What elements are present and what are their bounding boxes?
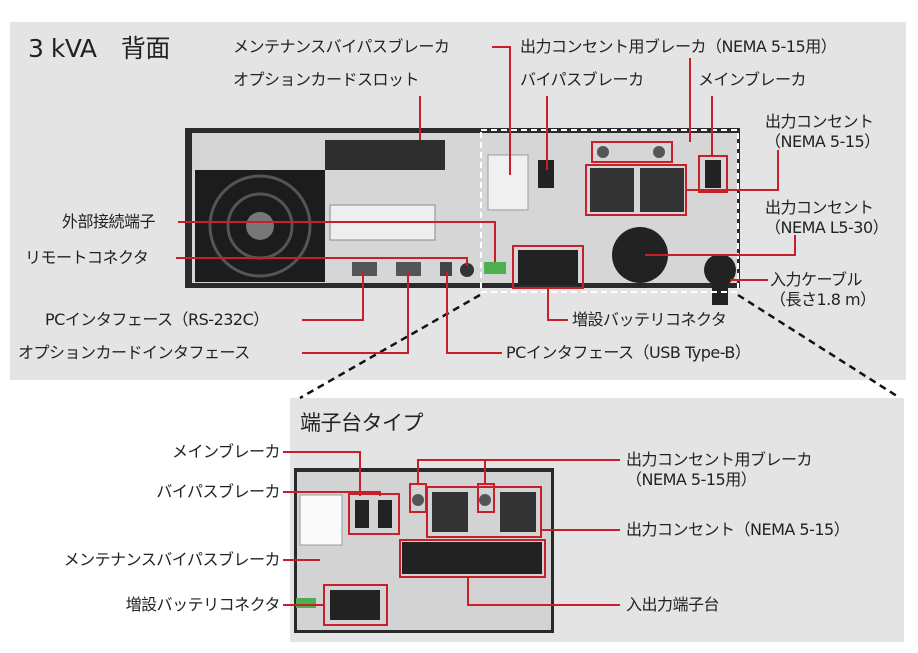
label-line: 出力コンセント用ブレーカ [626,450,813,469]
label-b-outlet: 出力コンセント（NEMA 5-15） [626,520,850,539]
label-line: （NEMA 5-15用） [626,470,757,489]
label-usb: PCインタフェース（USB Type-B） [506,343,751,362]
section-title: 端子台タイプ [300,411,424,435]
label-option-if: オプションカードインタフェース [18,343,250,362]
label-b-battery: 増設バッテリコネクタ [125,595,281,614]
label-b-outlet-breaker: 出力コンセント用ブレーカ（NEMA 5-15用） [626,450,813,490]
page-title: 3 kVA 背面 [28,34,170,63]
label-battery: 増設バッテリコネクタ [572,310,727,329]
label-line: （長さ1.8 m） [770,290,876,309]
label-maint-bypass: メンテナンスバイパスブレーカ [233,37,450,56]
label-outlet-breaker: 出力コンセント用ブレーカ（NEMA 5-15用） [520,37,837,56]
ups-rear-device [185,128,740,305]
label-ext-terminal: 外部接続端子 [62,212,156,231]
label-b-main: メインブレーカ [171,442,281,461]
leader-lines [176,46,796,354]
label-line: 出力コンセント [765,112,874,131]
label-option-slot: オプションカードスロット [233,70,420,89]
label-line: （NEMA 5-15） [765,132,880,151]
label-line: 出力コンセント [765,198,874,217]
label-b-terminal: 入出力端子台 [626,595,720,614]
label-bypass: バイパスブレーカ [520,70,644,89]
label-main: メインブレーカ [698,70,807,89]
label-b-maint-bypass: メンテナンスバイパスブレーカ [63,550,281,569]
label-outlet-515: 出力コンセント（NEMA 5-15） [765,112,880,152]
option-slot [325,140,445,170]
label-outlet-l530: 出力コンセント（NEMA L5-30） [765,198,889,238]
label-rs232: PCインタフェース（RS-232C） [45,310,269,329]
label-line: 入力ケーブル [770,270,863,289]
label-input-cable: 入力ケーブル（長さ1.8 m） [770,270,876,310]
label-remote: リモートコネクタ [25,248,149,267]
label-line: （NEMA L5-30） [765,218,889,237]
label-b-bypass: バイパスブレーカ [156,482,280,501]
